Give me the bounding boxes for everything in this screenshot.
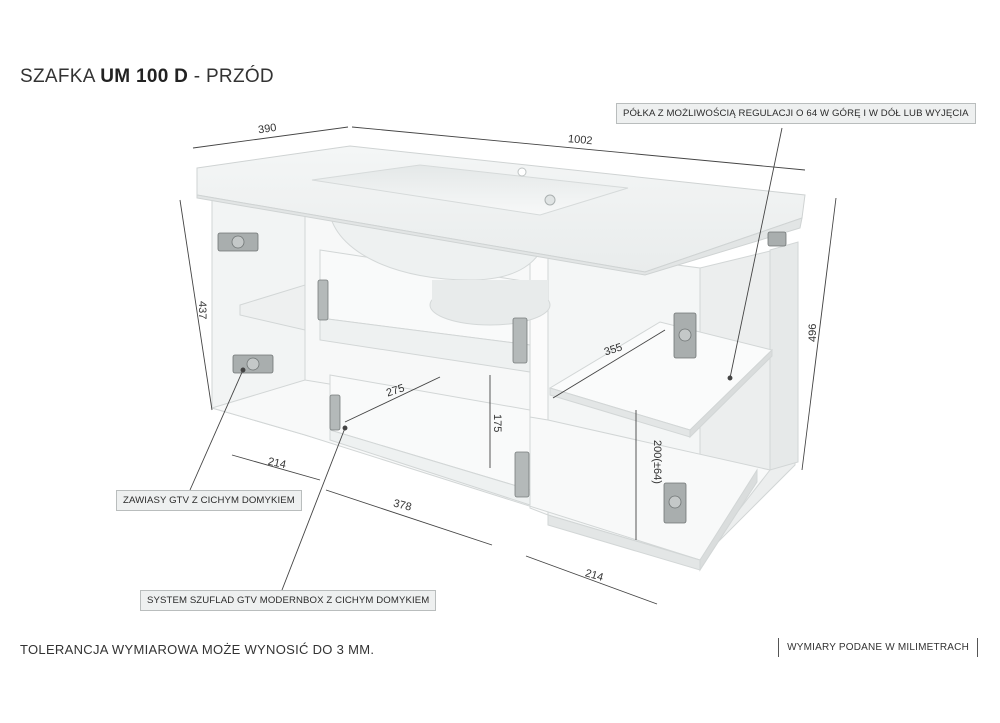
model-name: UM 100 D — [100, 66, 189, 87]
dim-378: 378 — [392, 498, 413, 514]
drawer-slide-icon — [317, 279, 530, 498]
units-note: WYMIARY PODANE W MILIMETRACH — [778, 638, 978, 657]
dim-175: 175 — [491, 414, 503, 432]
dim-214-left: 214 — [267, 456, 287, 472]
shelf-callout: PÓŁKA Z MOŻLIWOŚCIĄ REGULACJI O 64 W GÓR… — [616, 103, 976, 124]
dim-355: 355 — [603, 341, 624, 358]
basin-bowl — [329, 214, 551, 326]
dim-390: 390 — [257, 122, 277, 136]
tolerance-note: TOLERANCJA WYMIAROWA MOŻE WYNOSIĆ DO 3 M… — [20, 642, 375, 657]
dim-214-right: 214 — [584, 567, 605, 584]
dim-496: 496 — [807, 324, 819, 342]
dim-437: 437 — [196, 301, 208, 319]
hinge-icon — [217, 231, 787, 524]
dim-1002: 1002 — [568, 133, 593, 147]
dim-275: 275 — [385, 382, 406, 399]
drawers-callout: SYSTEM SZUFLAD GTV MODERNBOX Z CICHYM DO… — [140, 590, 437, 611]
page-title: SZAFKA UM 100 D - PRZÓD — [20, 66, 274, 87]
dim-200: 200(±64) — [651, 440, 663, 484]
countertop — [196, 145, 806, 276]
hinges-callout: ZAWIASY GTV Z CICHYM DOMYKIEM — [116, 490, 302, 511]
